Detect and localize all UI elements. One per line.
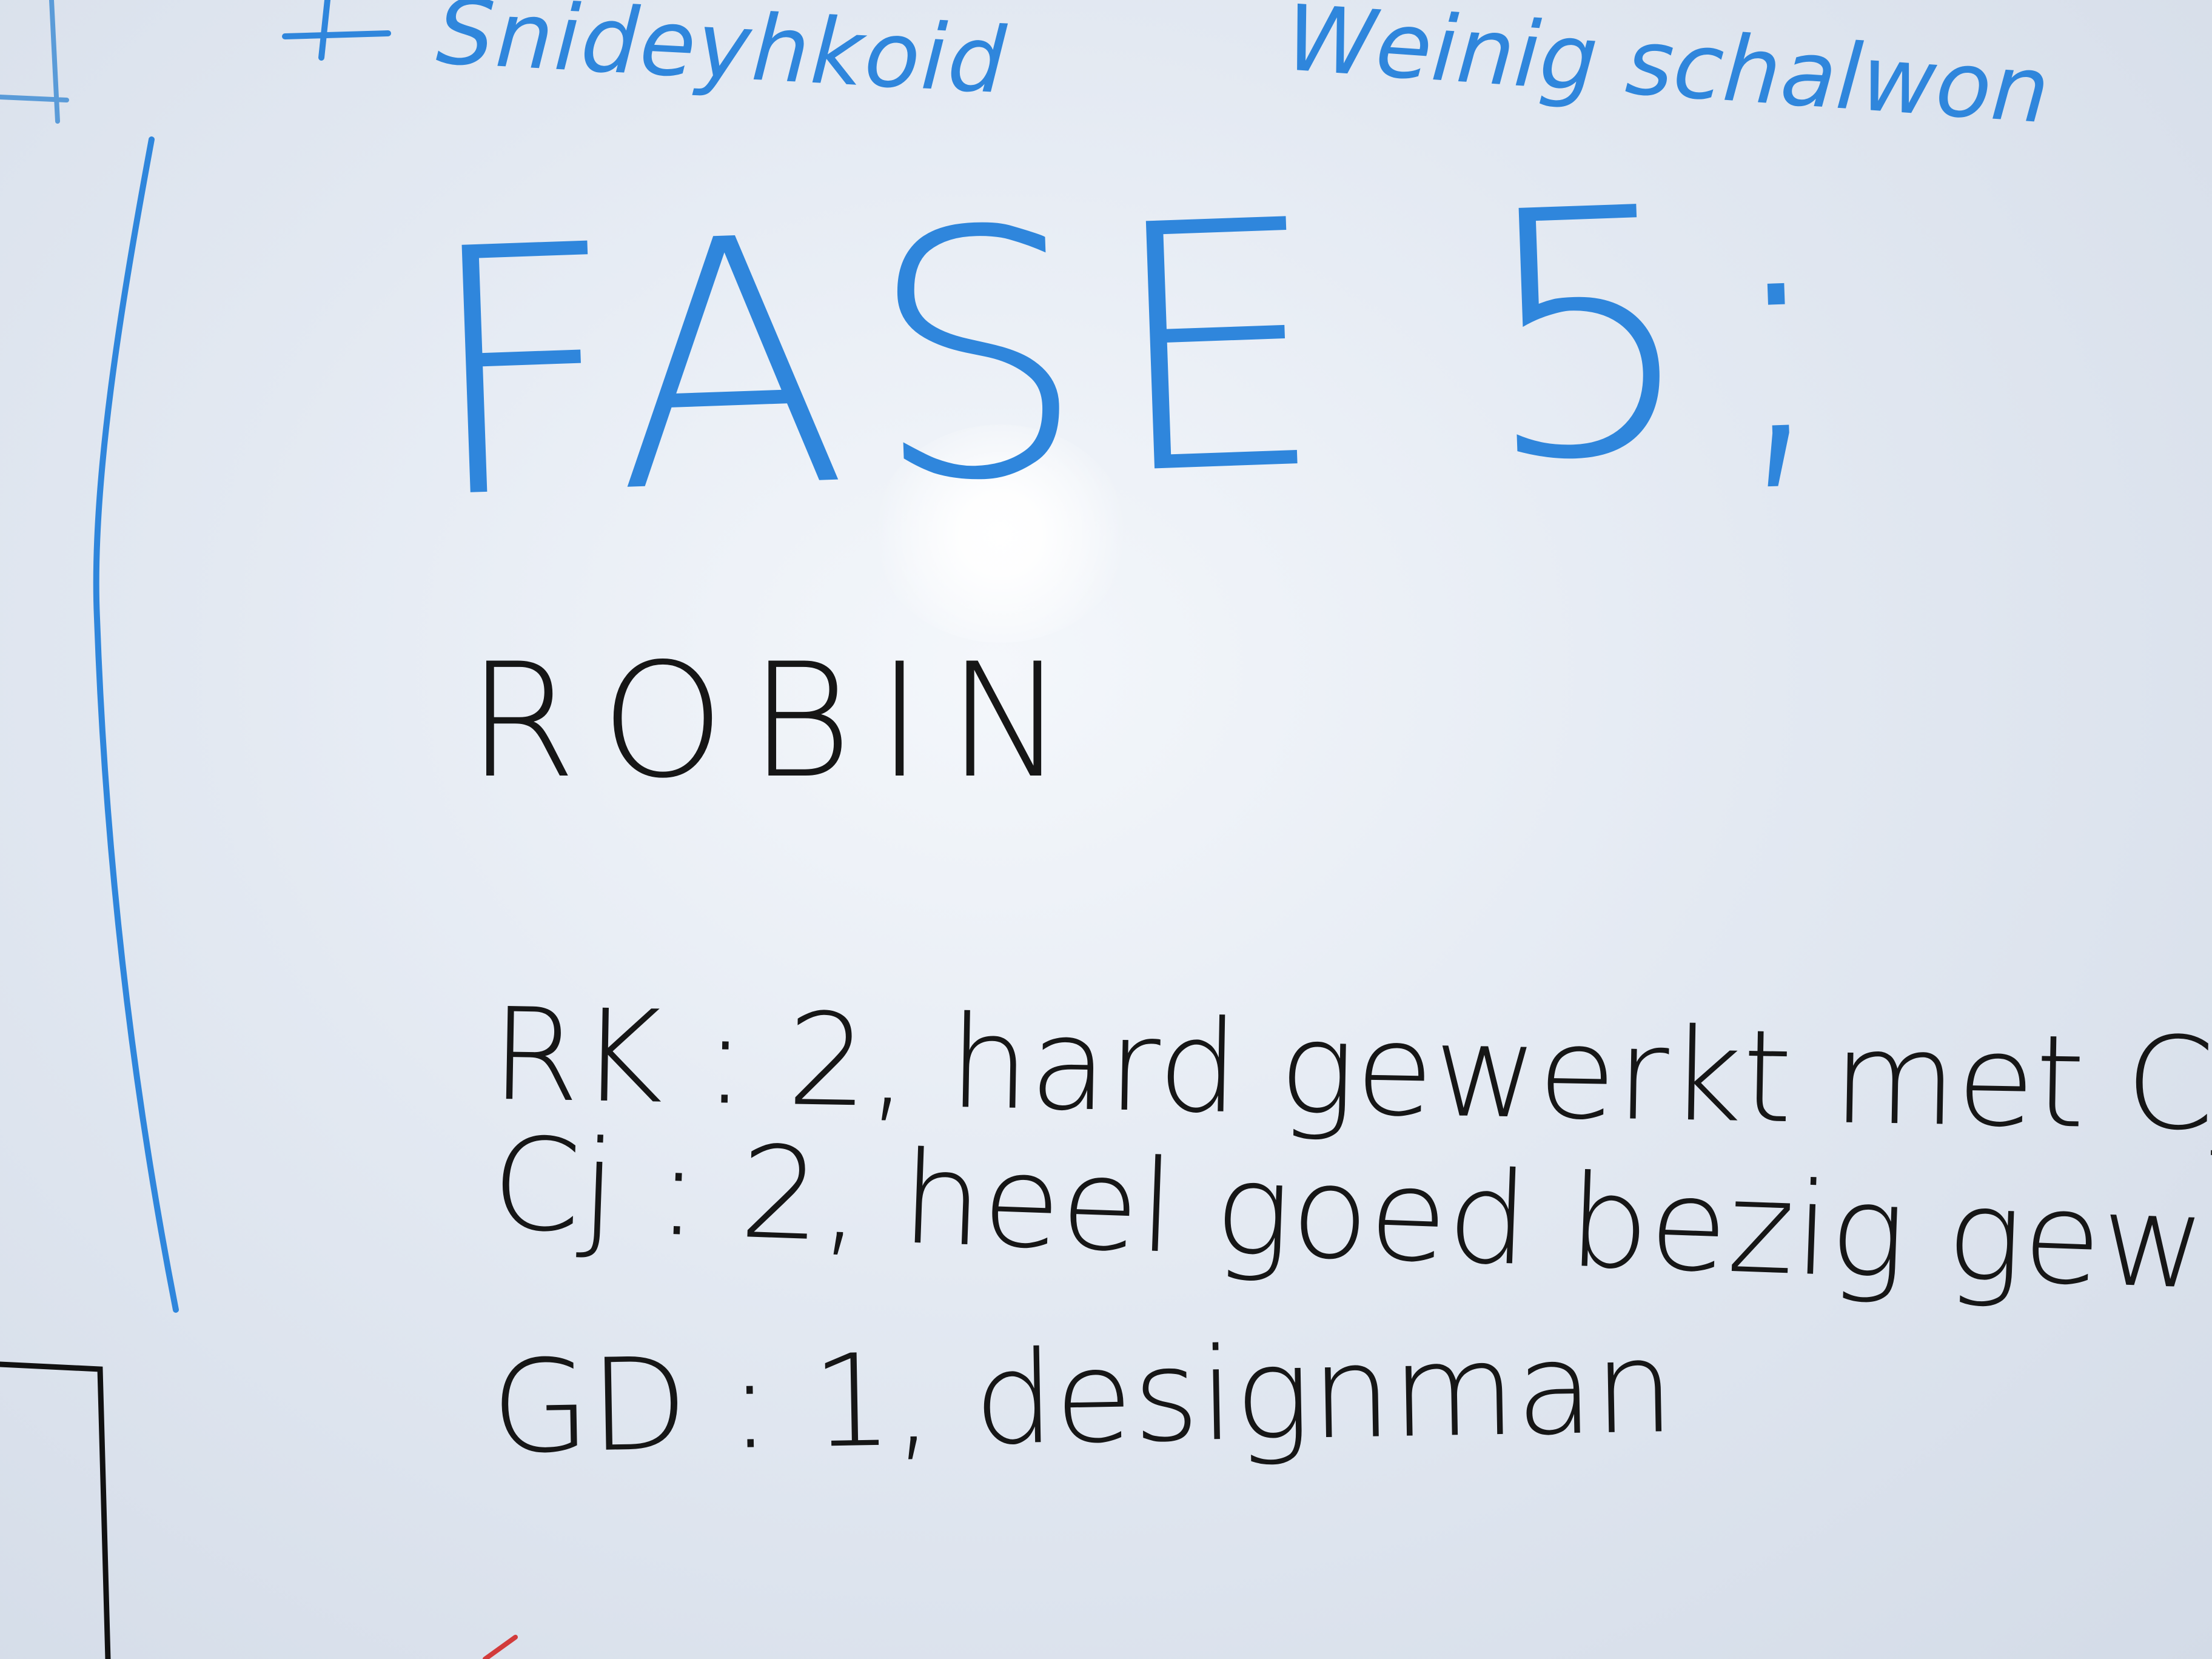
red-mark xyxy=(483,1635,518,1659)
top-plus-mark xyxy=(282,0,391,61)
note-line-gd: GD : 1, designman xyxy=(490,1312,1676,1483)
bottom-left-box xyxy=(0,1361,111,1659)
person-name: ROBIN xyxy=(467,630,1090,813)
top-left-cross xyxy=(0,0,69,124)
phase-heading: FASE 5; xyxy=(418,129,1866,575)
left-vertical-line xyxy=(93,136,179,1313)
light-glare xyxy=(873,424,1128,643)
